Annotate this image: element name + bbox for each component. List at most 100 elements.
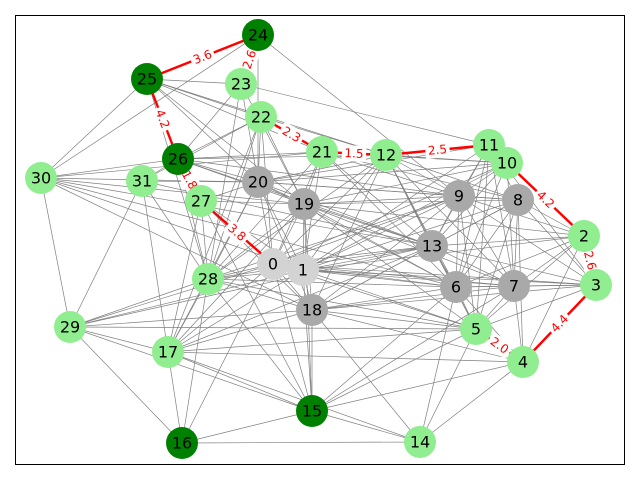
edge-29-16 [69,326,183,444]
edge-weight-text: 2.5 [427,142,447,158]
node-15: 15 [296,395,328,427]
node-circle [440,271,472,303]
edge-9-28 [207,195,460,280]
node-label: 19 [294,195,314,214]
node-label: 31 [132,172,152,191]
edge-weight-text: 4.2 [153,108,173,131]
edge-10-1 [302,162,508,271]
node-31: 31 [126,165,158,197]
node-circle [502,184,534,216]
node-label: 12 [376,146,396,165]
node-label: 10 [497,154,517,173]
edge-7-1 [302,269,515,287]
node-22: 22 [245,101,277,133]
node-18: 18 [296,294,328,326]
edge-31-17 [141,180,169,353]
node-circle [126,165,158,197]
edge-31-28 [141,180,209,280]
node-24: 24 [242,19,274,51]
edge-7-15 [311,285,515,412]
edge-5-15 [311,328,477,412]
node-14: 14 [404,426,436,458]
edge-11-6 [455,144,490,288]
node-label: 7 [509,277,519,296]
edge-18-29 [69,309,313,328]
edge-30-18 [40,177,313,311]
edge-2-5 [475,235,585,330]
edge-20-10 [257,162,508,183]
node-label: 5 [471,320,481,339]
edge-weight-label: 2.3 [277,121,306,148]
edge-9-3 [458,195,597,286]
node-label: 11 [479,136,499,155]
node-17: 17 [152,336,184,368]
edge-28-29 [69,278,209,328]
edge-23-11 [240,83,490,146]
edge-19-13 [303,203,433,247]
node-label: 18 [302,301,322,320]
node-4: 4 [507,346,539,378]
edge-15-14 [311,410,421,443]
edge-6-1 [302,269,457,288]
node-circle [580,269,612,301]
node-label: 26 [168,150,188,169]
node-circle [306,136,338,168]
edge-29-5 [69,326,477,330]
node-23: 23 [225,68,257,100]
edge-21-13 [321,151,433,247]
node-circle [287,254,319,286]
node-circle [498,270,530,302]
node-8: 8 [502,184,534,216]
edge-23-20 [240,83,259,183]
edge-10-6 [455,162,508,288]
node-label: 20 [248,173,268,192]
node-label: 16 [172,434,192,453]
node-circle [152,336,184,368]
node-26: 26 [162,143,194,175]
node-label: 9 [454,187,464,206]
edge-19-6 [303,203,457,288]
node-12: 12 [370,139,402,171]
node-label: 8 [513,191,523,210]
node-label: 17 [158,343,178,362]
edge-4-18 [311,309,524,363]
edge-24-30 [40,34,259,179]
edge-3-0 [272,263,597,286]
edge-0-15 [272,263,313,412]
node-circle [242,19,274,51]
node-20: 20 [242,166,274,198]
edge-9-2 [458,195,585,237]
edge-26-21 [177,151,323,160]
edge-weight-label: 2.5 [424,140,451,160]
node-label: 3 [591,276,601,295]
edge-19-2 [303,203,585,237]
edge-19-28 [207,203,305,280]
edge-weight-label: 2.6 [579,246,601,275]
edge-17-15 [167,351,313,412]
edge-0-29 [69,263,274,328]
node-25: 25 [131,63,163,95]
node-circle [225,68,257,100]
node-1: 1 [287,254,319,286]
edge-31-29 [69,180,143,328]
node-circle [568,220,600,252]
edge-11-1 [302,144,490,271]
edge-25-30 [40,78,148,179]
edge-26-30 [40,158,179,179]
node-label: 2 [579,227,589,246]
edge-1-17 [167,269,304,353]
edge-29-15 [69,326,313,412]
edge-6-18 [311,286,457,311]
edge-17-14 [167,351,421,443]
node-label: 14 [410,433,430,452]
node-circle [131,63,163,95]
edge-5-1 [302,269,477,330]
edge-weight-text: 1.5 [344,146,364,161]
edge-8-5 [475,199,519,330]
edge-30-29 [40,177,71,328]
node-circle [25,162,57,194]
edge-6-15 [311,286,457,412]
edge-12-10 [385,154,508,164]
edge-27-17 [167,200,202,353]
edge-1-15 [302,269,313,412]
